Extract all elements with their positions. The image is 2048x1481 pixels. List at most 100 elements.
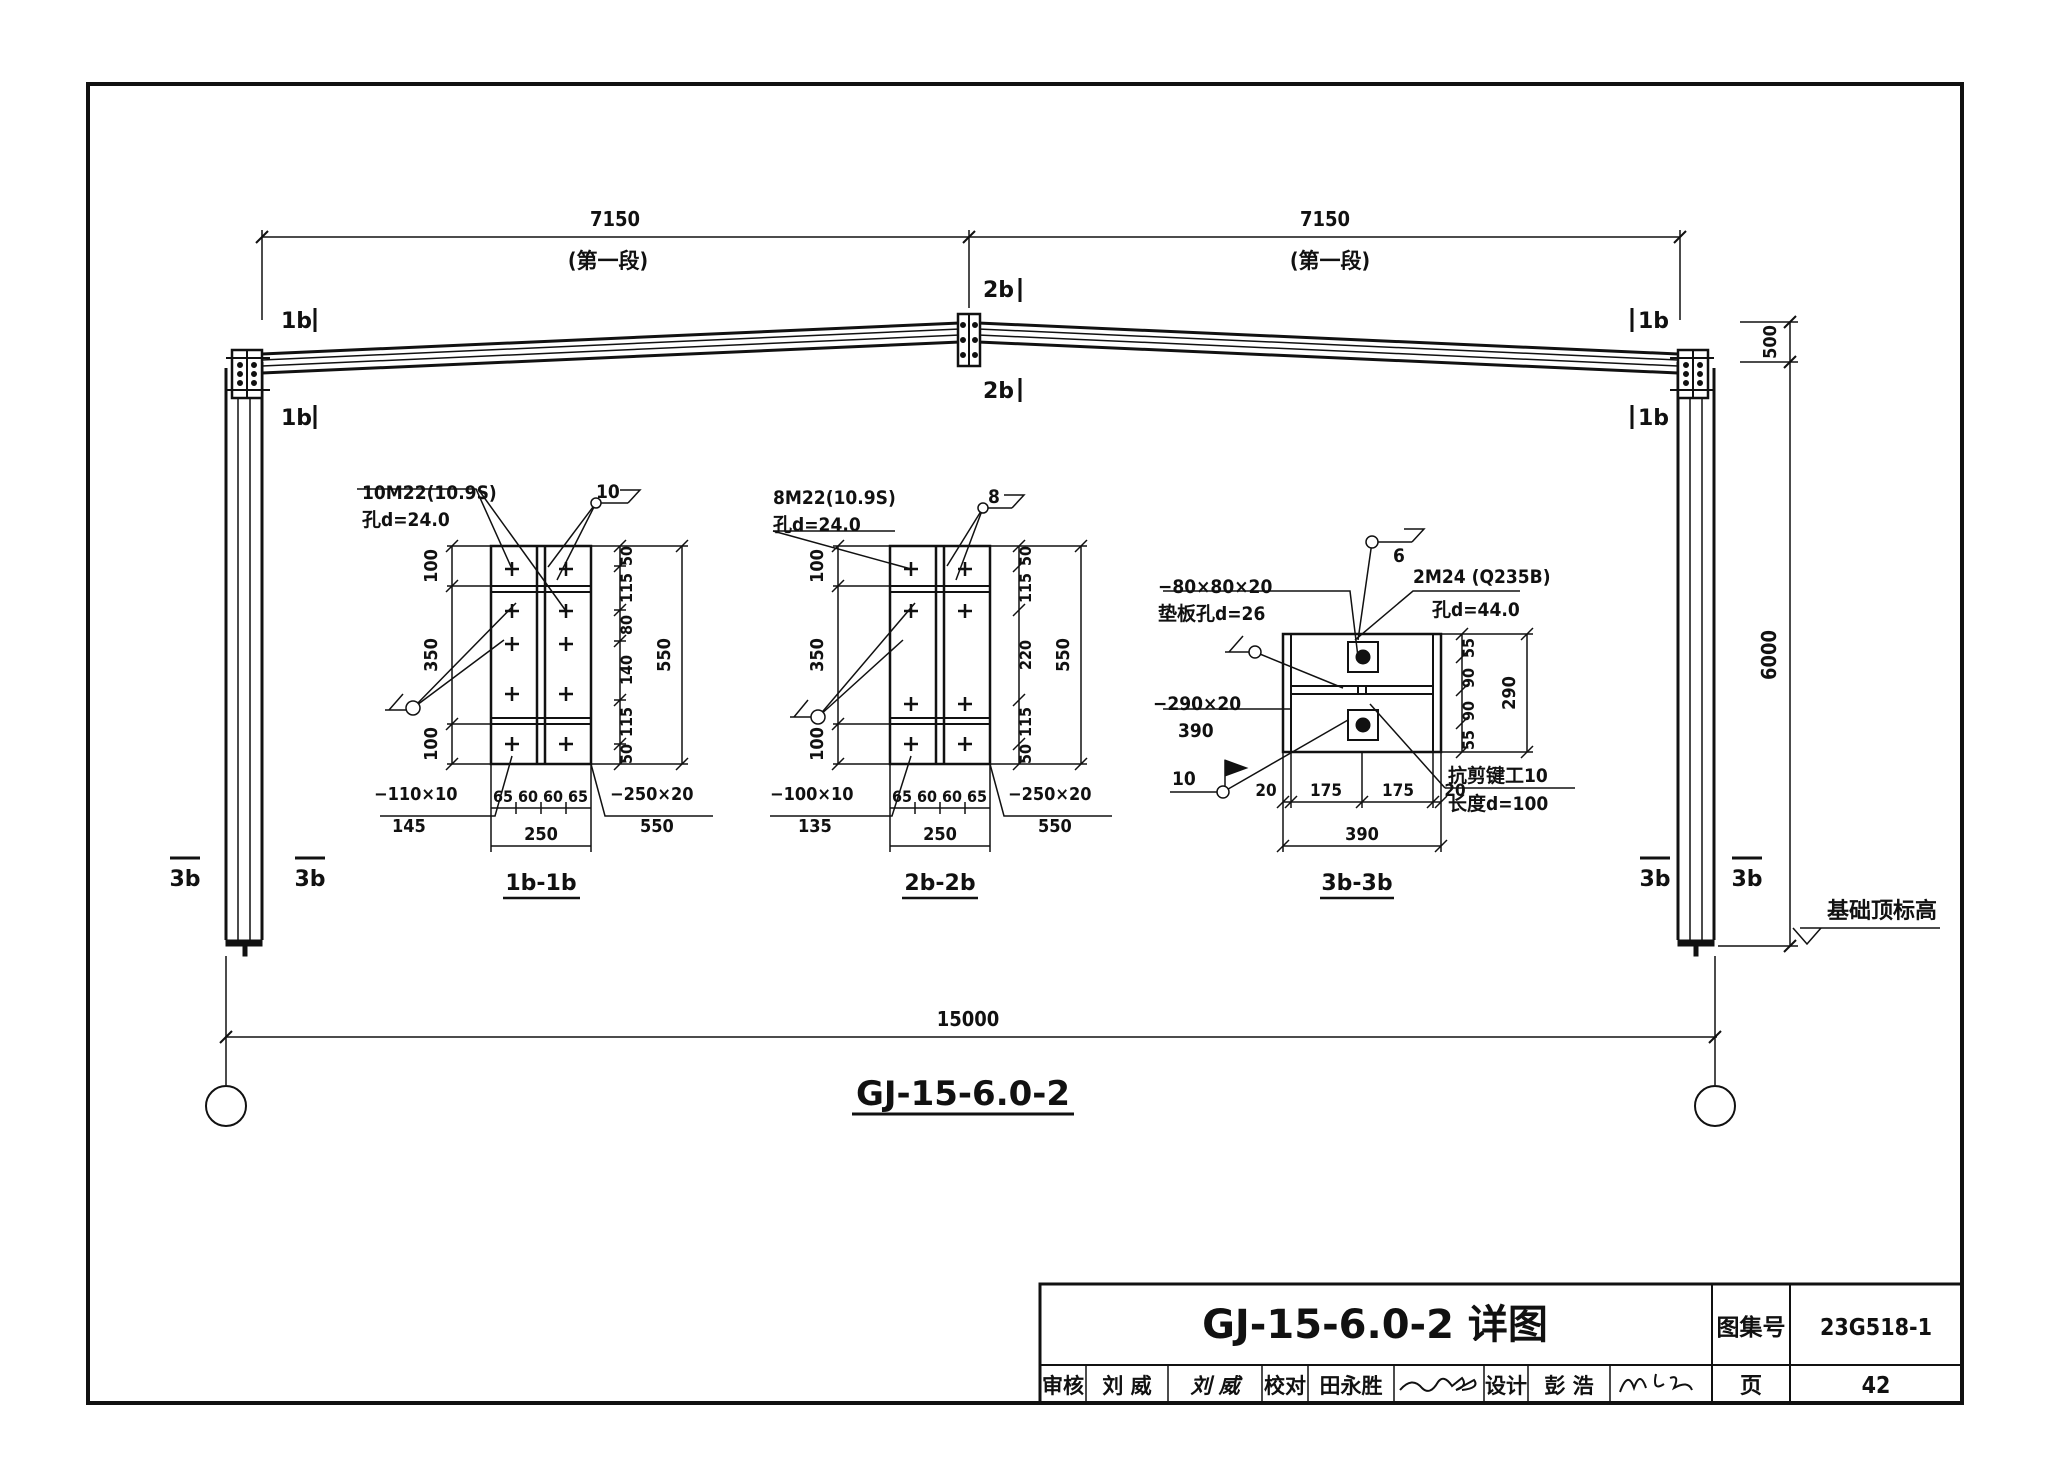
mark-3b-1: 3b xyxy=(169,867,200,892)
sec1b-plate-left-b: 145 xyxy=(392,816,426,837)
sec1b-bolts: 10M22(10.9S) xyxy=(362,482,497,504)
sec3b-rdim-2: 90 xyxy=(1459,701,1478,721)
sec2b-plate-right-a: −250×20 xyxy=(1008,784,1091,805)
review-label: 审核 xyxy=(1042,1374,1084,1398)
sec1b-rdim-0: 50 xyxy=(617,546,636,566)
sec1b-plate-right-b: 550 xyxy=(640,816,674,837)
sec2b-hole: 孔d=24.0 xyxy=(773,514,861,536)
section-marks xyxy=(170,278,1762,860)
sec1b-ldim-1: 350 xyxy=(421,638,442,672)
sec2b-rdim-0: 50 xyxy=(1016,546,1035,566)
sec1b-total-h: 550 xyxy=(654,638,675,672)
atlas-label: 图集号 xyxy=(1717,1314,1786,1341)
sec3b-total-h: 290 xyxy=(1499,676,1520,710)
designer-signature xyxy=(1619,1373,1693,1393)
sec3b-plate-a: −290×20 xyxy=(1153,693,1241,715)
axis-bubble-left xyxy=(205,1085,247,1127)
sec3b-bdim-0: 20 xyxy=(1255,781,1276,801)
left-segment-label: (第一段) xyxy=(568,249,648,273)
sec1b-total-w: 250 xyxy=(524,824,558,845)
sec1b-plate-right-a: −250×20 xyxy=(610,784,693,805)
sec2b-rdim-2: 220 xyxy=(1016,640,1035,670)
reviewer-signature: 刘 威 xyxy=(1190,1374,1243,1398)
axis-bubble-right xyxy=(1694,1085,1736,1127)
right-span-dim: 7150 xyxy=(1300,207,1350,231)
mark-1b-top-left: 1b xyxy=(281,309,312,334)
sec3b-bolts: 2M24 (Q235B) xyxy=(1413,566,1551,588)
sec1b-ldim-2: 100 xyxy=(421,727,442,761)
title-block-title: GJ-15-6.0-2 详图 xyxy=(1202,1302,1548,1348)
total-span-dim: 15000 xyxy=(937,1007,1000,1031)
mark-1b-top-right: 1b xyxy=(1638,309,1669,334)
section-1b-drawing xyxy=(357,488,713,852)
title-block xyxy=(1038,1282,1964,1405)
page-number: 42 xyxy=(1862,1373,1891,1399)
sec1b-rdim-2: 80 xyxy=(617,615,636,635)
left-column xyxy=(224,362,264,957)
sec1b-ldim-0: 100 xyxy=(421,549,442,583)
sec1b-bdim-2: 60 xyxy=(543,787,563,806)
right-eave-joint xyxy=(1670,348,1714,400)
right-column xyxy=(1676,362,1716,957)
mark-3b-2: 3b xyxy=(294,867,325,892)
atlas-number: 23G518-1 xyxy=(1820,1315,1932,1341)
mark-2b-bot: 2b xyxy=(983,379,1014,404)
right-rafter xyxy=(977,321,1679,375)
left-eave-joint xyxy=(226,348,270,400)
sec2b-bdim-1: 60 xyxy=(917,787,937,806)
sec1b-rdim-5: 50 xyxy=(617,744,636,764)
checker-name: 田永胜 xyxy=(1320,1374,1383,1398)
frame-label: GJ-15-6.0-2 xyxy=(856,1074,1070,1114)
sec3b-plate-b: 390 xyxy=(1178,720,1214,742)
sec2b-bdim-0: 65 xyxy=(892,787,912,806)
sheet-border xyxy=(86,82,1964,1405)
sec1b-bdim-0: 65 xyxy=(493,787,513,806)
sec3b-shear-key-a: 抗剪键工10 xyxy=(1448,764,1548,787)
sec2b-bdim-3: 65 xyxy=(967,787,987,806)
mark-3b-3: 3b xyxy=(1639,867,1670,892)
sec2b-rdim-4: 50 xyxy=(1016,744,1035,764)
sec1b-plate-left-a: −110×10 xyxy=(374,784,457,805)
sec1b-rdim-3: 140 xyxy=(617,655,636,685)
sec2b-title: 2b-2b xyxy=(904,871,975,896)
left-span-dim: 7150 xyxy=(590,207,640,231)
sec2b-ldim-2: 100 xyxy=(807,727,828,761)
left-rafter xyxy=(261,321,961,375)
sec2b-bdim-2: 60 xyxy=(942,787,962,806)
right-vertical-dimension xyxy=(1718,315,1798,953)
right-segment-label: (第一段) xyxy=(1290,249,1370,273)
sec2b-bolts: 8M22(10.9S) xyxy=(773,487,896,509)
sec1b-title: 1b-1b xyxy=(505,871,576,896)
sec2b-total-w: 250 xyxy=(923,824,957,845)
sec3b-title: 3b-3b xyxy=(1321,871,1392,896)
checker-signature xyxy=(1399,1376,1477,1392)
sec2b-ldim-0: 100 xyxy=(807,549,828,583)
sec3b-bdim-2: 175 xyxy=(1382,781,1414,801)
haunch-dim: 500 xyxy=(1760,325,1781,359)
ridge-joint xyxy=(956,312,982,368)
sec2b-total-h: 550 xyxy=(1053,638,1074,672)
sec1b-bdim-1: 60 xyxy=(518,787,538,806)
design-label: 设计 xyxy=(1485,1374,1527,1398)
sec3b-weld: 6 xyxy=(1393,545,1405,567)
sec3b-hole: 孔d=44.0 xyxy=(1432,599,1520,621)
sec2b-plate-left-a: −100×10 xyxy=(770,784,853,805)
sec3b-bdim-3: 20 xyxy=(1444,781,1465,801)
sec3b-washer-b: 垫板孔d=26 xyxy=(1158,602,1265,625)
sec3b-rdim-1: 90 xyxy=(1459,668,1478,688)
sec3b-weld2: 10 xyxy=(1172,768,1196,790)
section-2b-drawing xyxy=(770,494,1112,852)
sec1b-hole: 孔d=24.0 xyxy=(362,509,450,531)
page-label: 页 xyxy=(1740,1374,1762,1399)
sec3b-shear-key-b: 长度d=100 xyxy=(1448,792,1548,815)
sec1b-weld: 10 xyxy=(596,481,620,503)
reviewer-name: 刘 威 xyxy=(1102,1374,1151,1398)
mark-2b-top: 2b xyxy=(983,278,1014,303)
sec2b-rdim-1: 115 xyxy=(1016,573,1035,603)
designer-name: 彭 浩 xyxy=(1544,1374,1593,1398)
top-dimension xyxy=(255,230,1687,320)
check-label: 校对 xyxy=(1264,1374,1306,1398)
sec3b-bdim-1: 175 xyxy=(1310,781,1342,801)
sec1b-rdim-4: 115 xyxy=(617,707,636,737)
